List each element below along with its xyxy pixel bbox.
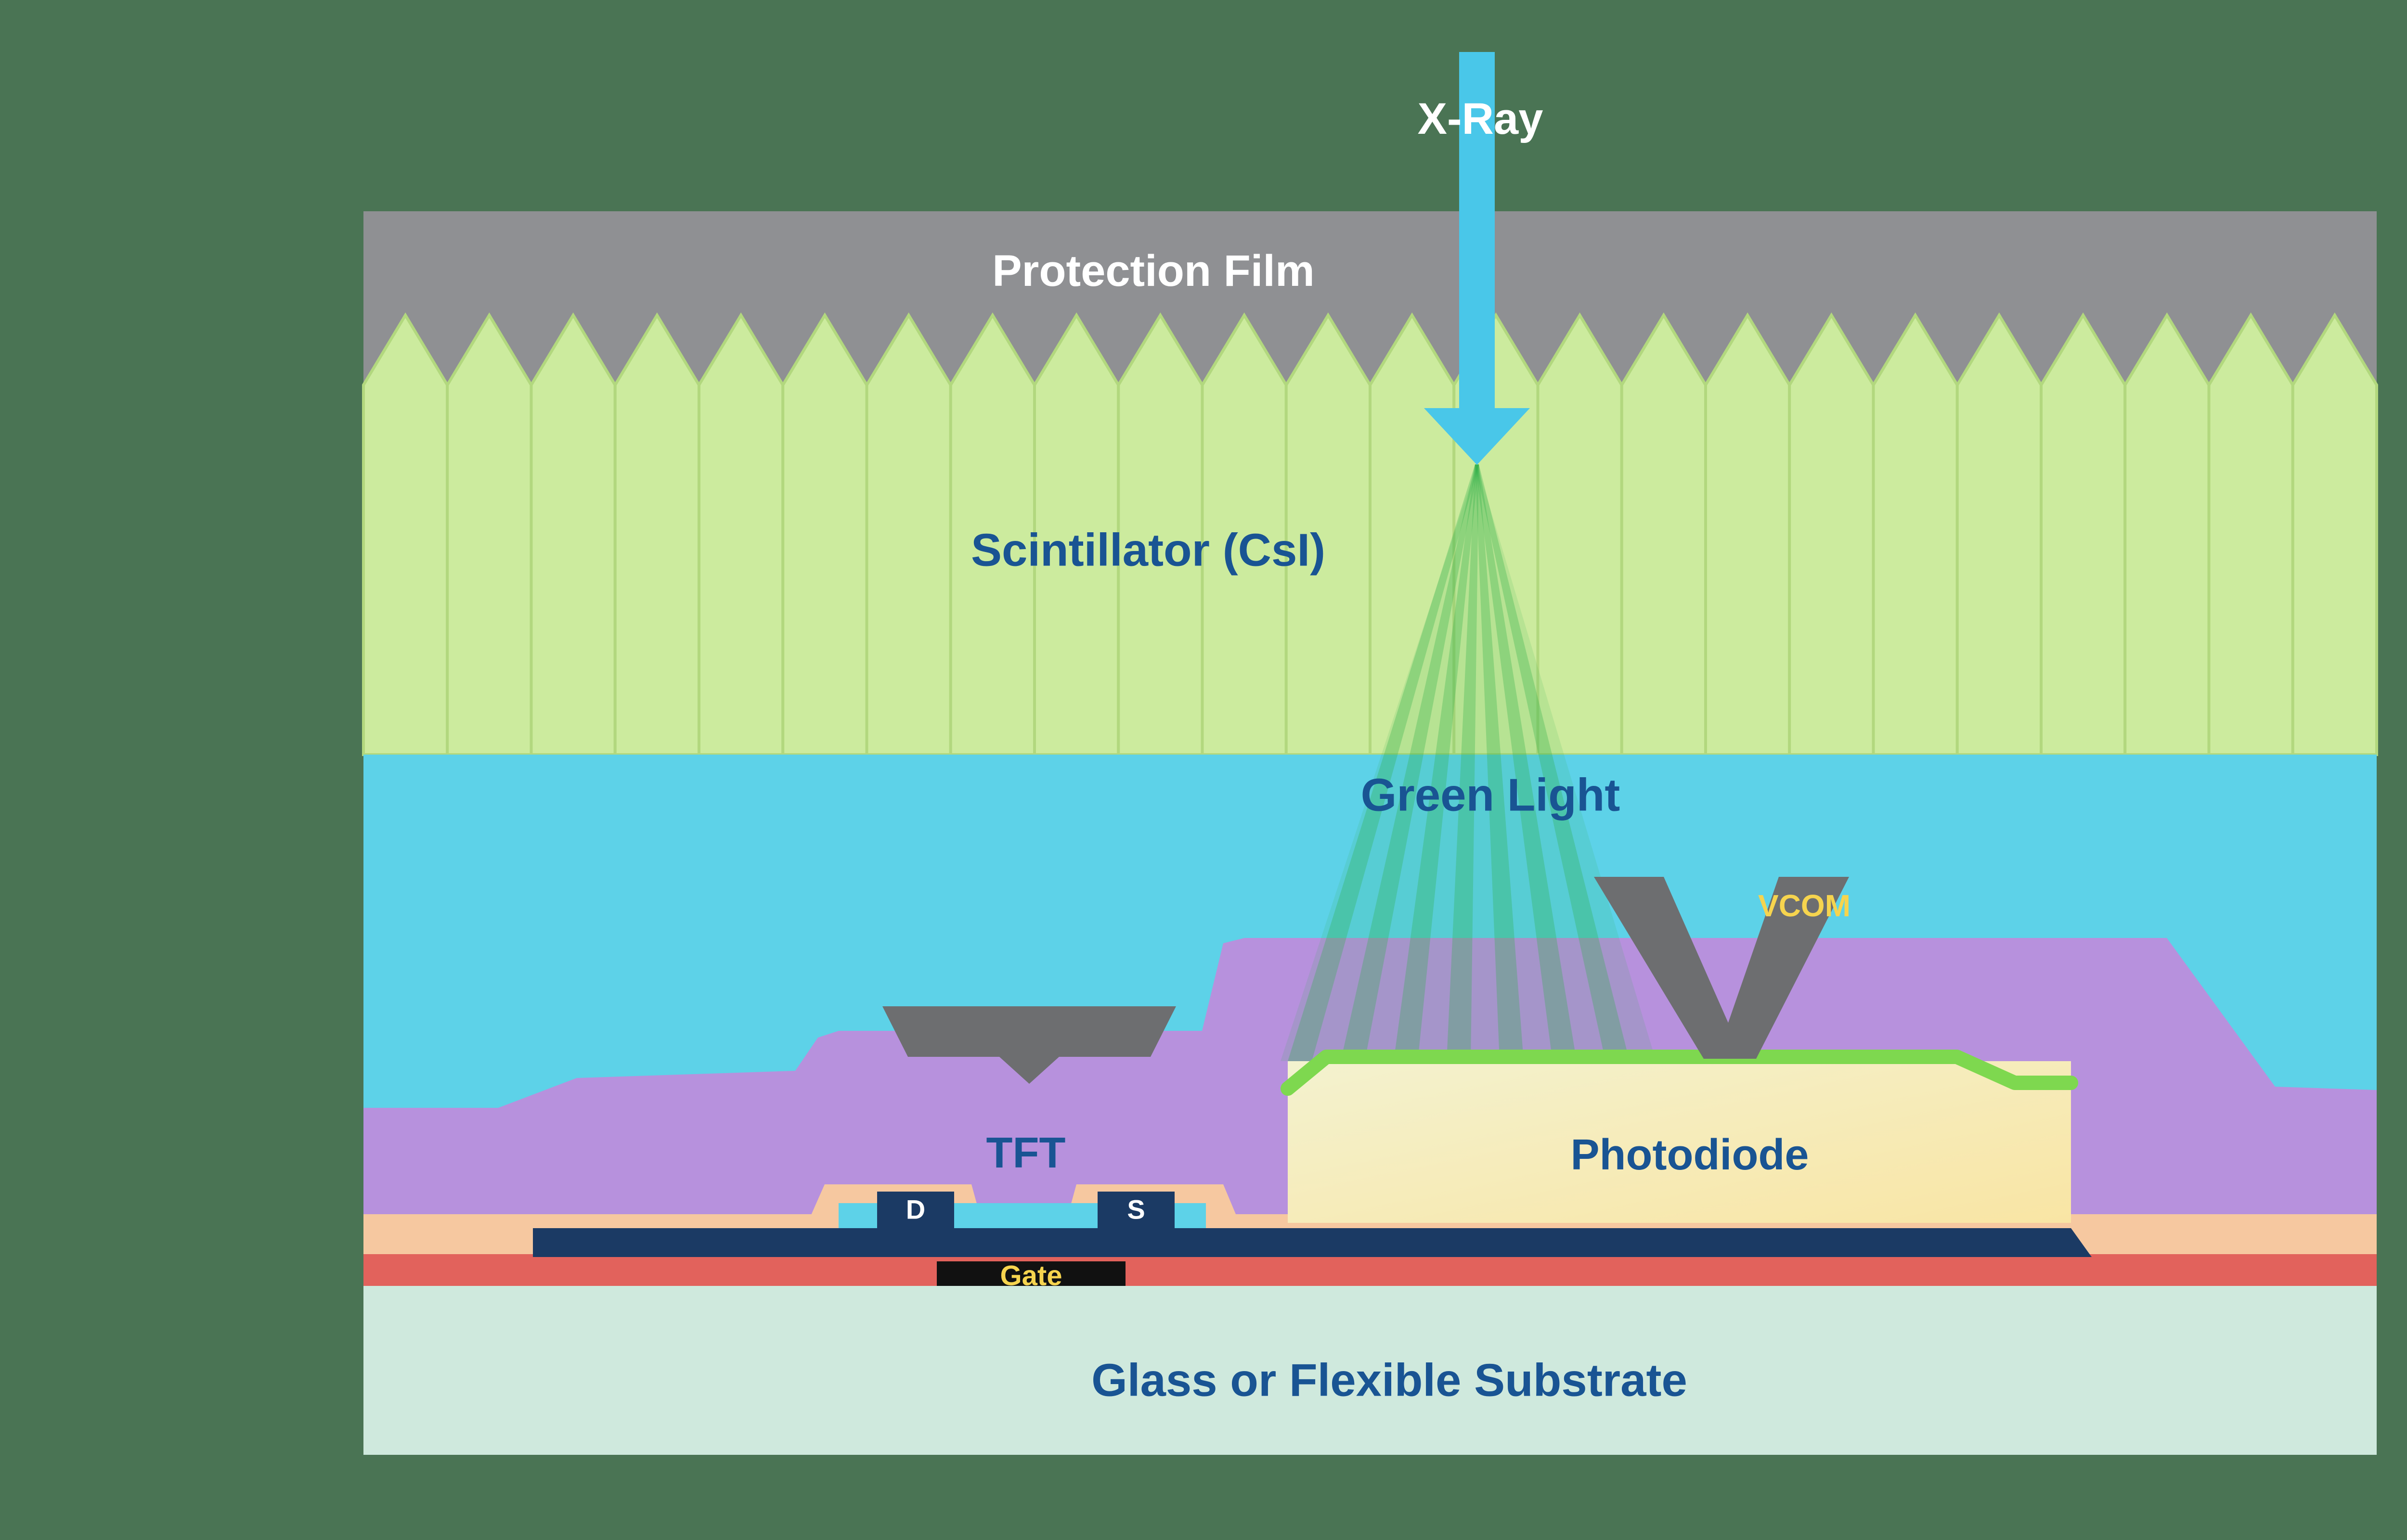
vcom-electrode-left-arm (1594, 877, 1744, 1059)
tft-label: TFT (986, 1129, 1066, 1177)
green-light-ray (1394, 464, 1479, 1061)
green-light-ray (1341, 464, 1479, 1061)
red-insulator-layer (363, 1254, 2377, 1286)
xray-label: X-Ray (1418, 94, 1543, 143)
xray-arrow (1424, 52, 1530, 465)
scintillator-column (1620, 312, 1707, 756)
scintillator-column (698, 312, 785, 756)
scintillator-column (2123, 312, 2211, 756)
scintillator-column (446, 312, 533, 756)
source-label: S (1127, 1194, 1145, 1225)
protection-film-layer (363, 211, 2377, 385)
data-line-metal-bar (533, 1228, 2092, 1257)
source-contact (1098, 1192, 1175, 1228)
scintillator-column (613, 312, 700, 756)
green-light-cone (1281, 464, 1656, 1061)
scintillator-label: Scintillator (CsI) (971, 525, 1325, 576)
green-light-ray (1447, 464, 1479, 1061)
scintillator-column (2207, 312, 2294, 756)
xray-arrow-shaft (1459, 52, 1495, 411)
green-light-ray (1475, 464, 1524, 1061)
vcom-electrode-right-arm (1716, 877, 1849, 1059)
drain-contact (877, 1192, 954, 1228)
vcom-label: VCOM (1758, 888, 1851, 923)
scintillator-columns (362, 312, 2378, 756)
substrate-layer (363, 1286, 2377, 1455)
scintillator-column (1704, 312, 1791, 756)
photodiode-top-electrode (1281, 1050, 2078, 1096)
scintillator-column (530, 312, 617, 756)
scintillator-column (362, 312, 449, 756)
scintillator-column (1536, 312, 1623, 756)
green-light-label: Green Light (1361, 770, 1620, 821)
gate-label: Gate (1000, 1260, 1062, 1292)
green-light-ray (1475, 464, 1577, 1061)
green-light-ray (1475, 464, 1630, 1061)
photodiode-body (1288, 1061, 2071, 1223)
left-metal-electrode (882, 1006, 1176, 1084)
protection-film-label: Protection Film (992, 246, 1315, 295)
scintillator-column (865, 312, 952, 756)
scintillator-column (781, 312, 868, 756)
green-light-ray (1288, 464, 1479, 1061)
scintillator-column (2291, 312, 2378, 756)
photodiode-label: Photodiode (1571, 1131, 1809, 1179)
green-light-rays (1281, 464, 1656, 1061)
gate-electrode-bar (937, 1261, 1126, 1289)
scintillator-column (2040, 312, 2127, 756)
scintillator-column (1872, 312, 1959, 756)
xray-arrow-head (1424, 408, 1530, 465)
scintillator-column (1788, 312, 1875, 756)
drain-label: D (906, 1194, 925, 1225)
scintillator-column (1955, 312, 2043, 756)
substrate-label: Glass or Flexible Substrate (1091, 1355, 1687, 1406)
